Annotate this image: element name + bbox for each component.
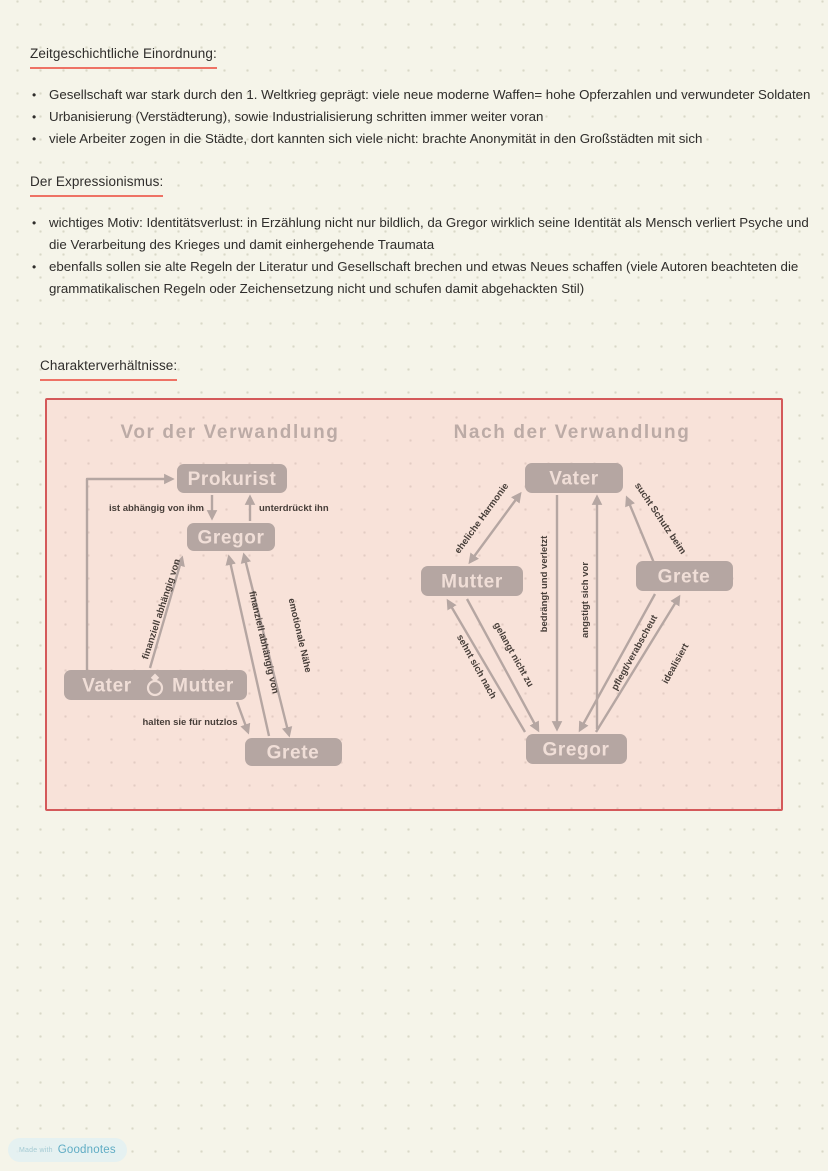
- arrow-gregor-to-grete: [594, 594, 681, 733]
- node-label: Prokurist: [188, 469, 277, 490]
- node-label: Grete: [267, 743, 320, 764]
- bullet-item: ebenfalls sollen sie alte Regeln der Lit…: [30, 256, 820, 300]
- section-title-characters: Charakterverhältnisse:: [40, 358, 178, 381]
- section-title-expressionism-text: Der Expressionismus:: [30, 174, 164, 197]
- node-label: Vater: [549, 469, 598, 490]
- node-after-gregor: Gregor: [526, 734, 627, 764]
- node-box: [64, 670, 247, 700]
- arrow-vater-mutter-to-gregor: [148, 555, 185, 669]
- node-box: [245, 738, 342, 766]
- edge-label-idealizes: idealisiert: [660, 641, 692, 686]
- after-diagram-title: Nach der Verwandlung: [454, 422, 691, 443]
- section-title-characters-text: Charakterverhältnisse:: [40, 358, 178, 381]
- edge-label-financial-parents: finanziell abhängig von: [140, 557, 183, 660]
- bullet-item: Gesellschaft war stark durch den 1. Welt…: [30, 84, 820, 106]
- node-box: [187, 523, 275, 551]
- node-after-vater: Vater: [525, 463, 623, 493]
- edge-label-emotional: emotionale Nähe: [286, 597, 314, 674]
- section-title-history: Zeitgeschichtliche Einordnung:: [30, 46, 217, 69]
- node-label: Grete: [658, 567, 711, 588]
- node-after-grete: Grete: [636, 561, 733, 591]
- section-title-history-text: Zeitgeschichtliche Einordnung:: [30, 46, 217, 69]
- arrow-gregor-grete-emotional: [240, 552, 293, 738]
- bullet-item: Urbanisierung (Verstädterung), sowie Ind…: [30, 106, 820, 128]
- edge-label-harasses: bedrängt und verletzt: [539, 535, 550, 632]
- goodnotes-logo: Goodnotes: [57, 1144, 116, 1156]
- edge-label-useless: halten sie für nutzlos: [142, 717, 237, 728]
- arrow-grete-to-vater: [625, 495, 656, 564]
- node-before-prokurist: Prokurist: [177, 464, 287, 493]
- relationship-panel: Vor der Verwandlung ist abhängig von ihm…: [45, 398, 783, 811]
- node-label: Gregor: [543, 740, 610, 761]
- node-box: [636, 561, 733, 591]
- goodnotes-badge[interactable]: Made with Goodnotes: [8, 1138, 127, 1162]
- made-with-label: Made with: [19, 1146, 53, 1154]
- arrow-grete-to-gregor: [578, 593, 657, 733]
- edge-label-dependent: ist abhängig von ihm: [109, 503, 204, 514]
- bullet-item: viele Arbeiter zogen in die Städte, dort…: [30, 128, 820, 150]
- node-label: Mutter: [172, 676, 234, 697]
- edge-label-protection: sucht Schutz beim: [632, 481, 688, 557]
- arrow-mutter-to-gregor: [465, 598, 540, 733]
- node-box: [525, 463, 623, 493]
- arrow-mutter-vater-harmony: [468, 491, 522, 565]
- arrow-vater-mutter-to-prokurist: [85, 473, 175, 670]
- node-after-mutter: Mutter: [421, 566, 523, 596]
- character-relationship-diagram: Vor der Verwandlung ist abhängig von ihm…: [64, 422, 733, 766]
- edge-label-financial-grete: finanziell abhängig von: [246, 590, 280, 695]
- node-label: Gregor: [198, 528, 265, 549]
- before-diagram-title: Vor der Verwandlung: [120, 422, 339, 443]
- node-before-gregor: Gregor: [187, 523, 275, 551]
- node-before-grete: Grete: [245, 738, 342, 766]
- node-label: Mutter: [441, 572, 503, 593]
- section-title-expressionism: Der Expressionismus:: [30, 174, 164, 197]
- edge-label-afraid: angstigt sich vor: [580, 562, 591, 638]
- ring-icon: [146, 673, 164, 697]
- node-label: Vater: [82, 676, 131, 697]
- bullet-item: wichtiges Motiv: Identitätsverlust: in E…: [30, 212, 820, 256]
- history-bullet-list: Gesellschaft war stark durch den 1. Welt…: [30, 84, 820, 150]
- node-box: [526, 734, 627, 764]
- arrow-vater-mutter-to-grete: [235, 701, 251, 735]
- edge-label-cares: pflegt/verabscheut: [610, 612, 661, 692]
- node-before-vater-mutter: Vater Mutter: [64, 670, 247, 700]
- node-box: [177, 464, 287, 493]
- edge-label-suppresses: unterdrückt ihn: [259, 503, 329, 514]
- node-box: [421, 566, 523, 596]
- expressionism-bullet-list: wichtiges Motiv: Identitätsverlust: in E…: [30, 212, 820, 300]
- arrow-gregor-to-mutter: [446, 598, 527, 733]
